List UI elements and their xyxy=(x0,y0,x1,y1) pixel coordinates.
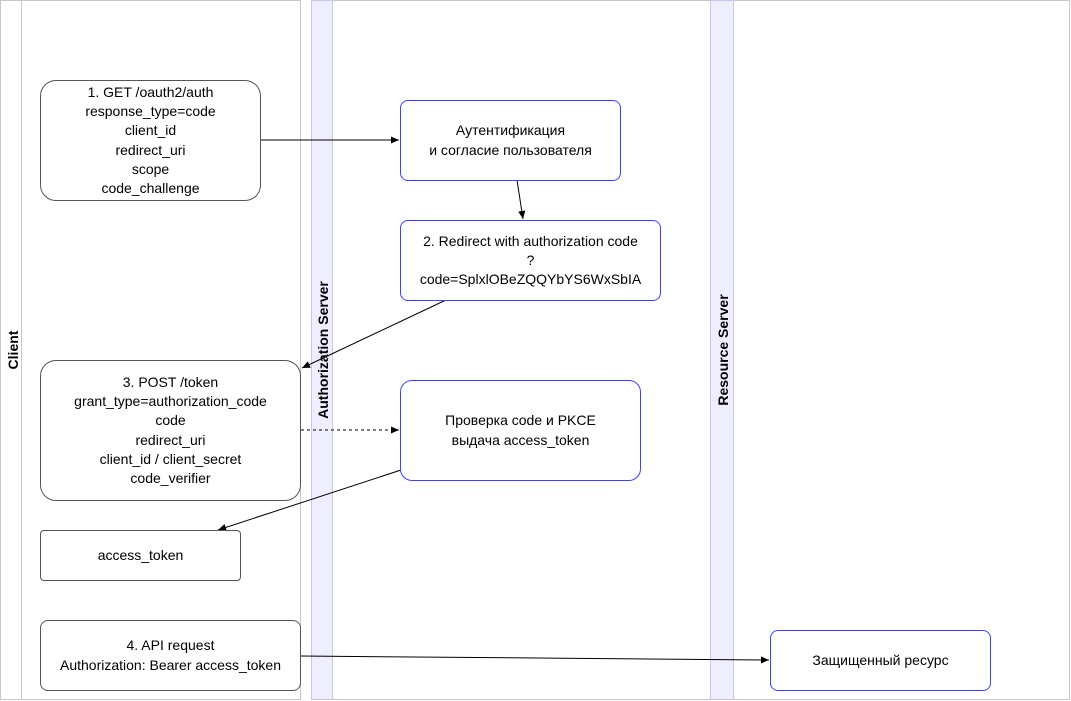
arrow-api-request-to-resource xyxy=(299,655,770,664)
token-request-line: 3. POST /token xyxy=(122,373,219,390)
token-request-line: code_verifier xyxy=(130,470,211,487)
auth-request-line: client_id xyxy=(124,122,177,139)
lane-client xyxy=(0,0,301,700)
api-request-box: 4. API request Authorization: Bearer acc… xyxy=(40,620,301,691)
verify-box: Проверка code и PKCE выдача access_token xyxy=(400,380,641,481)
token-request-line: code xyxy=(155,412,186,429)
verify-line: выдача access_token xyxy=(451,431,590,448)
protected-resource-line: Защищенный ресурс xyxy=(812,651,949,668)
auth-request-line: 1. GET /oauth2/auth xyxy=(87,83,214,100)
token-request-box: 3. POST /token grant_type=authorization_… xyxy=(40,360,301,501)
arrow-redirect-to-token-request xyxy=(301,299,447,369)
arrow-verify-to-access-token xyxy=(217,469,402,531)
protected-resource-box: Защищенный ресурс xyxy=(770,630,991,691)
auth-request-line: scope xyxy=(131,160,170,177)
token-request-line: client_id / client_secret xyxy=(99,450,242,467)
api-request-line: 4. API request xyxy=(126,637,215,654)
token-request-line: grant_type=authorization_code xyxy=(74,392,267,409)
lane-authorization-server-header xyxy=(311,0,333,700)
lane-resource-server-header xyxy=(710,0,734,700)
redirect-box: 2. Redirect with authorization code ? co… xyxy=(400,220,661,301)
verify-line: Проверка code и PKCE xyxy=(445,412,596,429)
auth-request-line: response_type=code xyxy=(85,102,216,119)
token-request-line: redirect_uri xyxy=(135,431,206,448)
auth-request-box: 1. GET /oauth2/auth response_type=code c… xyxy=(40,80,261,201)
consent-line: Аутентификация xyxy=(455,122,566,139)
access-token-box: access_token xyxy=(40,530,241,581)
lane-client-header xyxy=(0,0,22,700)
auth-request-line: redirect_uri xyxy=(115,141,186,158)
arrow-consent-to-redirect xyxy=(516,179,526,220)
api-request-line: Authorization: Bearer access_token xyxy=(59,656,281,673)
auth-request-line: code_challenge xyxy=(101,180,200,197)
redirect-line: code=SplxlOBeZQQYbYS6WxSbIA xyxy=(419,271,642,288)
consent-box: Аутентификация и согласие пользователя xyxy=(400,100,621,181)
redirect-line: 2. Redirect with authorization code xyxy=(423,232,638,249)
redirect-line: ? xyxy=(526,251,535,268)
consent-line: и согласие пользователя xyxy=(429,141,592,158)
access-token-line: access_token xyxy=(97,546,184,563)
